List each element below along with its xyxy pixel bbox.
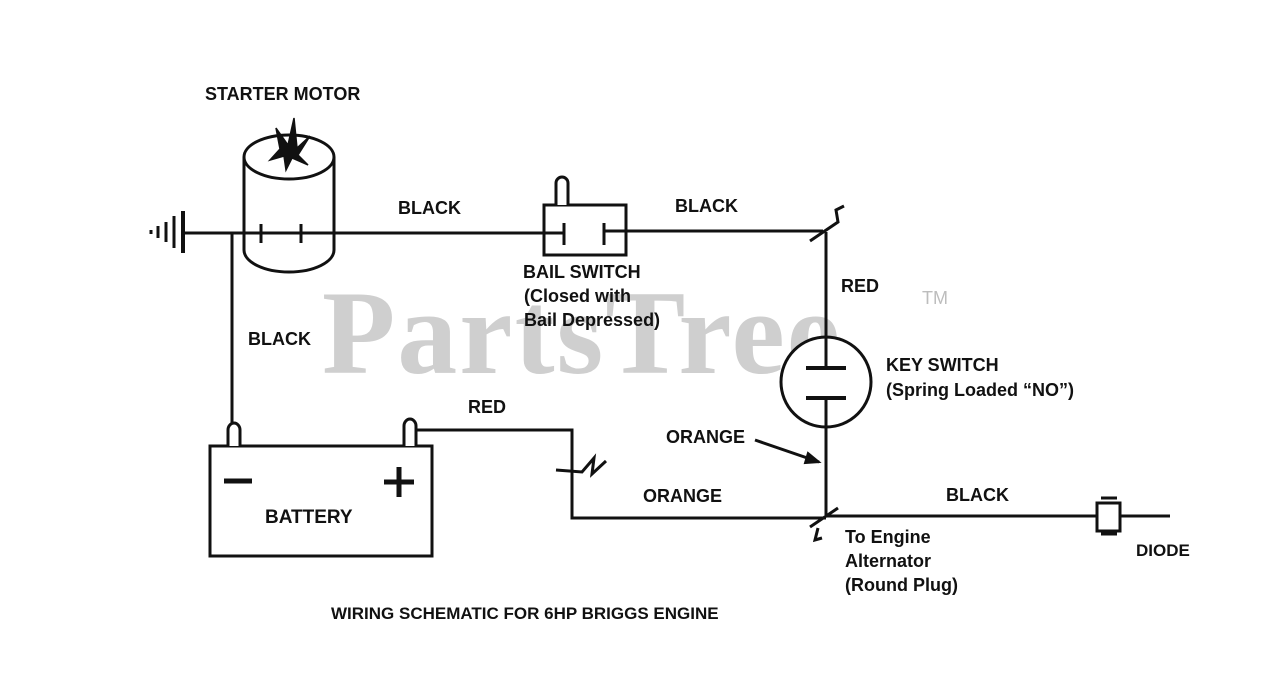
label-black-left: BLACK bbox=[248, 329, 311, 349]
diagram-caption: WIRING SCHEMATIC FOR 6HP BRIGGS ENGINE bbox=[331, 604, 719, 623]
label-orange-pointer: ORANGE bbox=[666, 427, 746, 447]
watermark: PartsTree bbox=[322, 266, 842, 399]
label-black-bottom: BLACK bbox=[946, 485, 1009, 505]
label-bail-switch-note-1: (Closed with bbox=[524, 286, 631, 306]
label-black-top-right: BLACK bbox=[675, 196, 738, 216]
label-engine-3: (Round Plug) bbox=[845, 575, 958, 595]
label-red-vertical: RED bbox=[841, 276, 880, 296]
label-engine-1: To Engine bbox=[845, 527, 931, 547]
label-starter-motor: STARTER MOTOR bbox=[205, 84, 361, 104]
label-key-switch: KEY SWITCH bbox=[886, 355, 999, 375]
ground-icon bbox=[149, 211, 185, 253]
label-black-top-left: BLACK bbox=[398, 198, 461, 218]
label-bail-switch: BAIL SWITCH bbox=[523, 262, 641, 282]
wire-red-battery bbox=[416, 428, 826, 520]
wire-break-bottom bbox=[809, 506, 839, 529]
label-orange-bottom: ORANGE bbox=[643, 486, 723, 506]
label-bail-switch-note-2: Bail Depressed) bbox=[524, 310, 661, 330]
diode-icon bbox=[1095, 496, 1122, 536]
wire-break-top bbox=[809, 204, 845, 243]
key-switch-icon bbox=[779, 335, 873, 429]
starter-motor-icon bbox=[242, 117, 336, 274]
label-battery: BATTERY bbox=[265, 507, 353, 528]
watermark-trademark: TM bbox=[922, 288, 948, 308]
label-key-switch-note: (Spring Loaded “NO”) bbox=[886, 380, 1074, 400]
label-engine-2: Alternator bbox=[845, 551, 932, 571]
bail-switch-icon bbox=[542, 175, 628, 257]
label-red-battery: RED bbox=[468, 397, 507, 417]
wire-break-battery bbox=[555, 453, 608, 478]
battery-icon bbox=[208, 417, 434, 558]
label-diode: DIODE bbox=[1136, 541, 1190, 560]
